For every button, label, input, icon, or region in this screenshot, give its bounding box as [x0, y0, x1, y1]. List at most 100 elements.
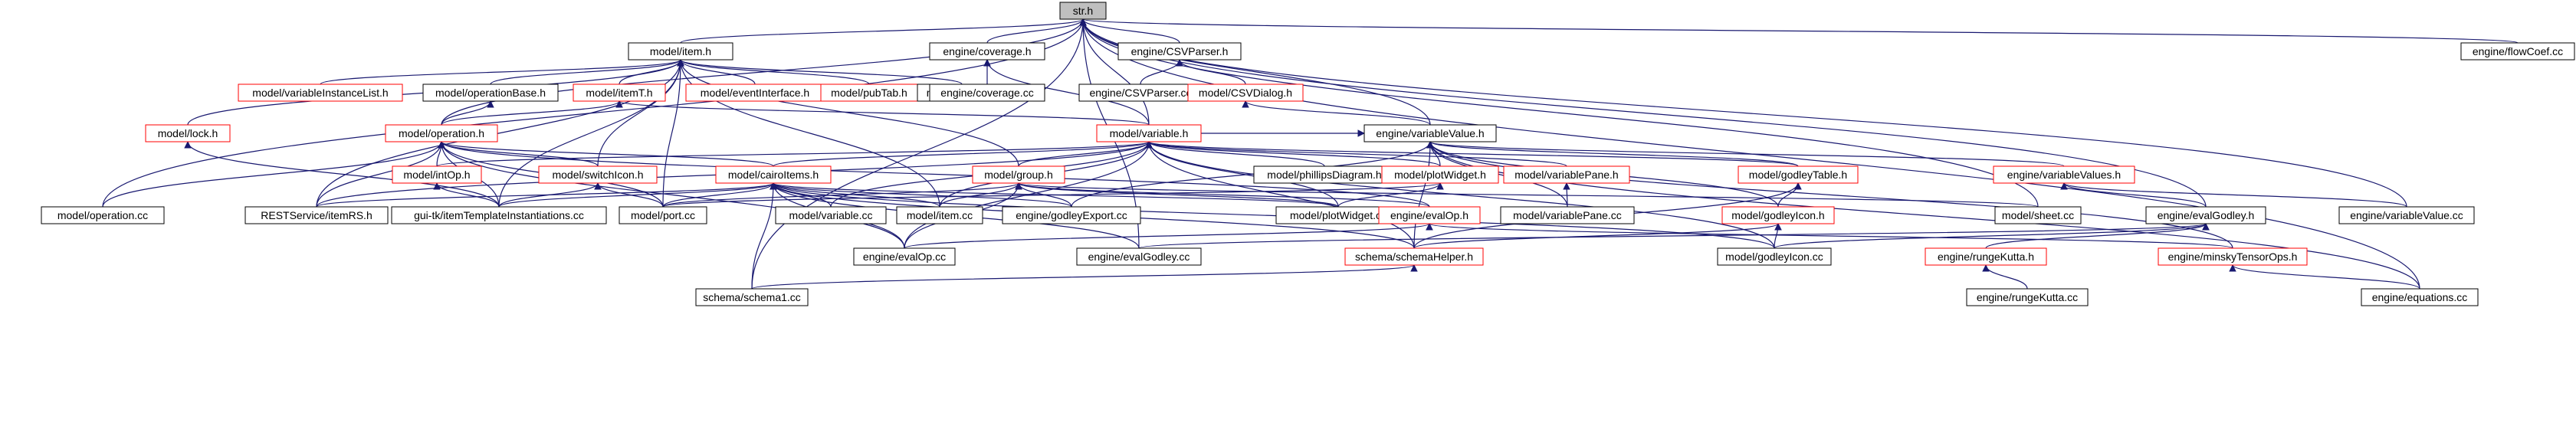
node-model-port-cc[interactable]: model/port.cc — [619, 206, 707, 224]
node-model-phillipsdiagram-h[interactable]: model/phillipsDiagram.h — [1253, 165, 1396, 184]
edge-engine-coverage-h-to-str-h — [986, 18, 1087, 44]
node-model-operation-cc[interactable]: model/operation.cc — [41, 206, 165, 224]
node-engine-rungekutta-cc[interactable]: engine/rungeKutta.cc — [1966, 288, 2089, 306]
node-engine-flowcoef-cc[interactable]: engine/flowCoef.cc — [2460, 42, 2575, 61]
node-model-switchicon-h[interactable]: model/switchIcon.h — [538, 165, 658, 184]
edge-engine-rungekutta-h-to-engine-evalgodley-h — [1985, 223, 2210, 249]
node-box — [1076, 247, 1202, 266]
node-label: model/operationBase.h — [435, 87, 546, 99]
edge-model-operation-cc-to-model-operation-h — [102, 141, 445, 208]
edge-model-group-h-to-model-variable-h — [1018, 141, 1153, 167]
edge-engine-minskytensorops-h-to-engine-evalop-h — [1426, 223, 2233, 249]
node-label: model/operation.cc — [57, 209, 148, 221]
edge-engine-godleyexport-cc-to-model-cairoitems-h — [770, 182, 1072, 208]
node-engine-equations-cc[interactable]: engine/equations.cc — [2361, 288, 2479, 306]
node-engine-godleyexport-cc[interactable]: engine/godleyExport.cc — [1002, 206, 1141, 224]
node-engine-evalop-h[interactable]: engine/evalOp.h — [1378, 206, 1481, 224]
edge-engine-variablevalue-h-to-model-csvdialog-h — [1242, 100, 1431, 126]
edge-gui-tk-itemtemplateinstantiations-cc-to-model-intop-h — [433, 182, 500, 208]
edge-model-port-cc-to-model-cairoitems-h — [662, 182, 777, 208]
node-label: model/lock.h — [158, 127, 218, 139]
node-gui-tk-itemtemplateinstantiations-cc[interactable]: gui-tk/itemTemplateInstantiations.cc — [391, 206, 607, 224]
node-label: model/godleyIcon.h — [1731, 209, 1824, 221]
node-model-operationbase-h[interactable]: model/operationBase.h — [422, 84, 559, 102]
edge-model-variableinstancelist-h-to-model-item-h — [320, 59, 684, 85]
node-label: engine/evalOp.cc — [863, 251, 946, 263]
node-model-pubtab-h[interactable]: model/pubTab.h — [820, 84, 918, 102]
node-engine-variablevalue-cc[interactable]: engine/variableValue.cc — [2338, 206, 2475, 224]
node-model-item-h[interactable]: model/item.h — [628, 42, 733, 61]
edge-model-switchicon-h-to-model-operation-h — [438, 141, 599, 167]
node-label: engine/rungeKutta.cc — [1977, 291, 2078, 303]
node-engine-rungekutta-h[interactable]: engine/rungeKutta.h — [1925, 247, 2047, 266]
edge-engine-variablevalue-cc-to-engine-variablevalues-h — [2060, 182, 2407, 208]
node-box — [972, 165, 1065, 184]
node-model-plotwidget-cc[interactable]: model/plotWidget.cc — [1275, 206, 1401, 224]
node-box — [929, 84, 1045, 102]
node-engine-evalgodley-h[interactable]: engine/evalGodley.h — [2145, 206, 2266, 224]
edge-engine-evalop-h-to-model-operation-h — [438, 141, 1430, 208]
node-label: model/plotWidget.h — [1394, 169, 1486, 181]
edge-engine-evalgodley-cc-to-engine-evalgodley-h — [1138, 223, 2210, 249]
edge-model-godleytable-h-to-engine-variablevalue-h — [1426, 141, 1799, 167]
node-label: model/item.h — [650, 45, 711, 57]
node-engine-variablevalues-h[interactable]: engine/variableValues.h — [1993, 165, 2135, 184]
node-model-plotwidget-h[interactable]: model/plotWidget.h — [1381, 165, 1499, 184]
node-str-h[interactable]: str.h — [1059, 2, 1107, 20]
node-engine-csvparser-cc[interactable]: engine/CSVParser.cc — [1078, 84, 1203, 102]
edge-engine-evalgodley-h-to-engine-variablevalues-h — [2060, 182, 2207, 208]
node-model-cairoitems-h[interactable]: model/cairoItems.h — [715, 165, 832, 184]
node-engine-coverage-h[interactable]: engine/coverage.h — [929, 42, 1045, 61]
node-model-itemt-h[interactable]: model/itemT.h — [573, 84, 666, 102]
node-label: model/phillipsDiagram.h — [1267, 169, 1381, 181]
node-restservice-itemrs-h[interactable]: RESTService/itemRS.h — [244, 206, 389, 224]
node-engine-evalop-cc[interactable]: engine/evalOp.cc — [853, 247, 956, 266]
node-label: engine/CSVParser.cc — [1089, 87, 1191, 99]
edge-engine-variablevalue-h-to-str-h — [1079, 18, 1431, 126]
node-schema-schema1-cc[interactable]: schema/schema1.cc — [695, 288, 809, 306]
node-model-intop-h[interactable]: model/intOp.h — [392, 165, 482, 184]
node-box — [1381, 165, 1499, 184]
node-box — [2361, 288, 2479, 306]
node-engine-csvparser-h[interactable]: engine/CSVParser.h — [1117, 42, 1242, 61]
node-model-sheet-cc[interactable]: model/sheet.cc — [1994, 206, 2082, 224]
node-model-godleyicon-h[interactable]: model/godleyIcon.h — [1721, 206, 1835, 224]
node-model-variablepane-h[interactable]: model/variablePane.h — [1503, 165, 1630, 184]
node-label: schema/schemaHelper.h — [1355, 251, 1473, 263]
node-model-variable-cc[interactable]: model/variable.cc — [775, 206, 887, 224]
node-model-eventinterface-h[interactable]: model/eventInterface.h — [685, 84, 825, 102]
node-model-variablepane-cc[interactable]: model/variablePane.cc — [1500, 206, 1635, 224]
node-engine-variablevalue-h[interactable]: engine/variableValue.h — [1363, 124, 1497, 142]
edge-model-item-h-to-str-h — [680, 18, 1087, 44]
edge-schema-schema1-cc-to-model-cairoitems-h — [751, 182, 777, 290]
node-schema-schemahelper-h[interactable]: schema/schemaHelper.h — [1344, 247, 1484, 266]
edge-model-variablepane-h-to-model-variable-h — [1145, 141, 1567, 167]
node-model-godleyicon-cc[interactable]: model/godleyIcon.cc — [1717, 247, 1832, 266]
node-model-godleytable-h[interactable]: model/godleyTable.h — [1738, 165, 1859, 184]
node-model-item-cc[interactable]: model/item.cc — [896, 206, 983, 224]
node-model-csvdialog-h[interactable]: model/CSVDialog.h — [1187, 84, 1304, 102]
node-label: engine/variableValue.h — [1376, 127, 1484, 139]
edge-schema-schema1-cc-to-str-h — [751, 18, 1087, 290]
node-label: engine/variableValue.cc — [2350, 209, 2463, 221]
edge-model-plotwidget-cc-to-model-variable-h — [1145, 141, 1339, 208]
node-model-variable-h[interactable]: model/variable.h — [1096, 124, 1202, 142]
node-model-operation-h[interactable]: model/operation.h — [385, 124, 498, 142]
node-model-variableinstancelist-h[interactable]: model/variableInstanceList.h — [238, 84, 403, 102]
node-label: model/switchIcon.h — [552, 169, 643, 181]
node-label: model/operation.h — [399, 127, 484, 139]
node-label: model/group.h — [984, 169, 1053, 181]
node-model-lock-h[interactable]: model/lock.h — [145, 124, 231, 142]
node-engine-evalgodley-cc[interactable]: engine/evalGodley.cc — [1076, 247, 1202, 266]
node-label: engine/equations.cc — [2372, 291, 2468, 303]
node-engine-coverage-cc[interactable]: engine/coverage.cc — [929, 84, 1045, 102]
node-engine-minskytensorops-h[interactable]: engine/minskyTensorOps.h — [2158, 247, 2308, 266]
node-box — [1096, 124, 1202, 142]
edge-model-operationbase-h-to-model-item-h — [490, 59, 684, 85]
edge-model-godleyicon-cc-to-model-variable-h — [1145, 141, 1775, 249]
node-label: model/eventInterface.h — [701, 87, 809, 99]
node-model-group-h[interactable]: model/group.h — [972, 165, 1065, 184]
edge-model-godleyicon-cc-to-model-godleyicon-h — [1774, 223, 1782, 249]
node-label: RESTService/itemRS.h — [261, 209, 372, 221]
edge-engine-flowcoef-cc-to-str-h — [1080, 18, 2519, 44]
